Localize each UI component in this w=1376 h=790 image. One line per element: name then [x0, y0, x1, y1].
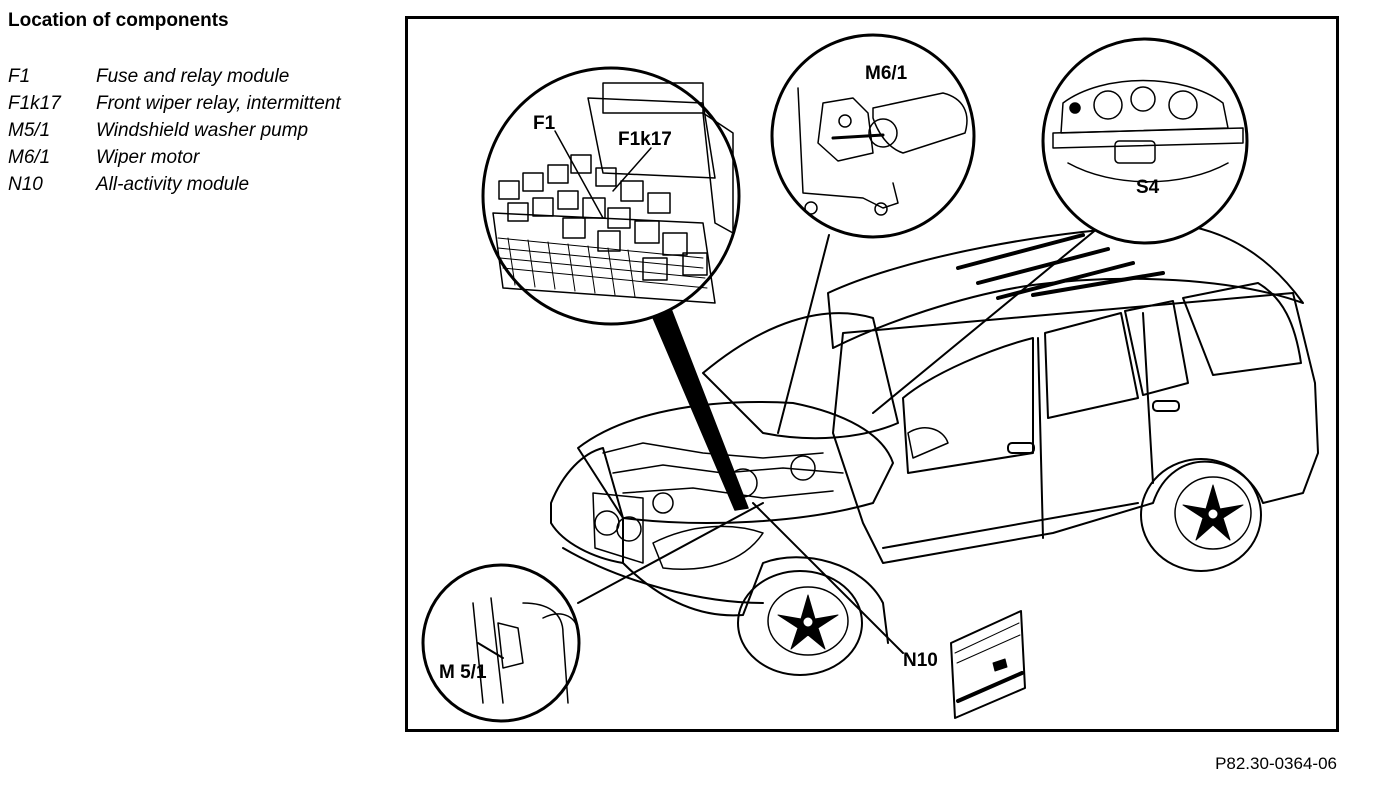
figure-reference-id: P82.30-0364-06 — [1215, 754, 1337, 773]
rear-wheel — [1140, 458, 1262, 572]
legend-description: Front wiper relay, intermittent — [96, 93, 341, 114]
front-wheel — [737, 570, 863, 676]
detail-fuse-relay-module: F1 F1k17 — [481, 66, 741, 326]
legend-code: N10 — [8, 174, 43, 195]
all-activity-module-illustration: N10 — [903, 610, 1026, 719]
callout-m5-1: M 5/1 — [439, 662, 487, 683]
vehicle-diagram-frame: F1 F1k17 M6/1 — [405, 16, 1339, 732]
legend-description: Fuse and relay module — [96, 66, 290, 87]
detail-wiper-motor: M6/1 — [770, 33, 976, 239]
detail-instrument-cluster: S4 — [1041, 37, 1249, 245]
leader-lines — [577, 227, 1099, 654]
legend-description: Wiper motor — [96, 147, 200, 168]
callout-f1k17: F1k17 — [618, 129, 672, 150]
callout-f1: F1 — [533, 113, 556, 134]
legend-code: F1 — [8, 66, 31, 87]
page-title: Location of components — [8, 10, 229, 31]
callout-m6-1: M6/1 — [865, 63, 908, 84]
callout-s4: S4 — [1136, 177, 1160, 198]
detail-washer-pump: M 5/1 — [421, 563, 581, 723]
legend-code: F1k17 — [8, 93, 61, 114]
callout-n10: N10 — [903, 650, 938, 671]
legend-description: All-activity module — [96, 174, 250, 195]
vehicle-illustration — [550, 224, 1319, 644]
legend-description: Windshield washer pump — [96, 120, 309, 141]
legend-code: M5/1 — [8, 120, 51, 141]
vehicle-diagram: F1 F1k17 M6/1 — [421, 33, 1319, 723]
legend-code: M6/1 — [8, 147, 51, 168]
